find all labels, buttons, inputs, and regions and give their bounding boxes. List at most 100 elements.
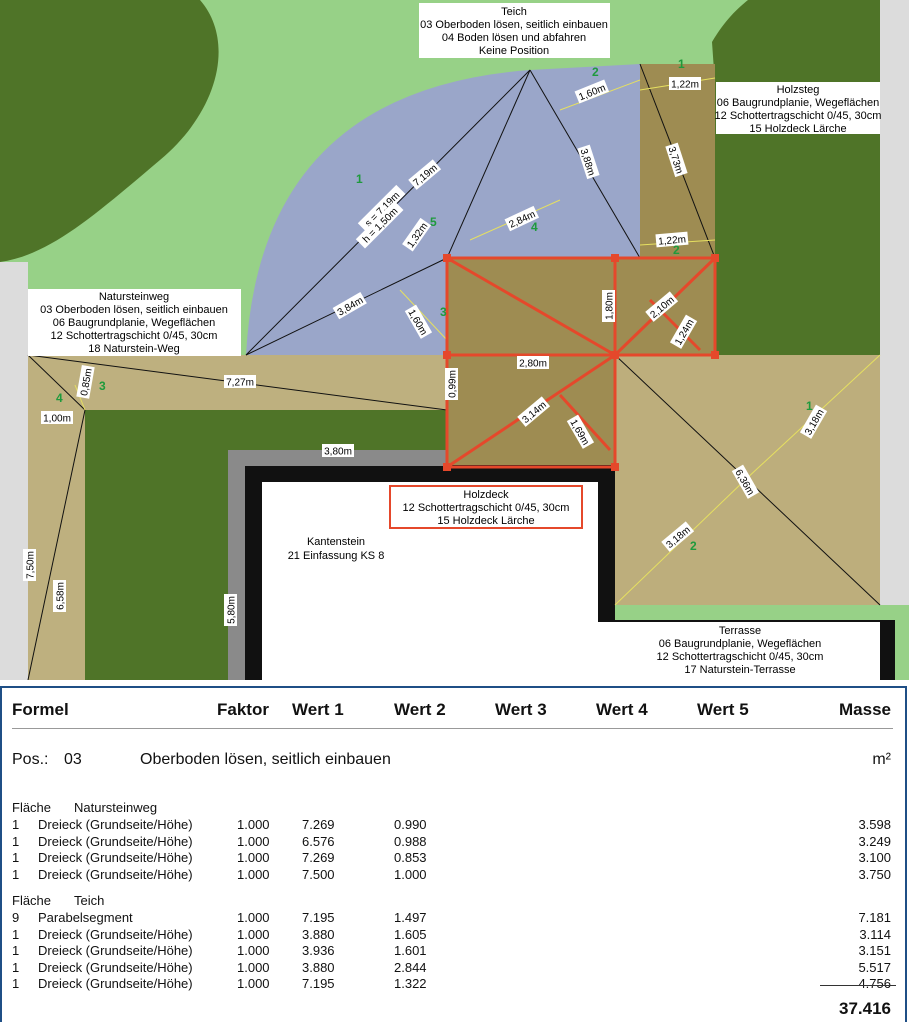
label-line: 03 Oberboden lösen, seitlich einbauen [40, 304, 228, 316]
segment-number: 2 [690, 539, 697, 553]
svg-text:6,58m: 6,58m [56, 582, 67, 610]
segment-number: 2 [592, 65, 599, 79]
label-line: Terrasse [719, 625, 761, 637]
dimension-label: 1,22m [655, 231, 689, 248]
row-wert1: 7.269 [302, 817, 335, 832]
row-faktor: 1.000 [237, 943, 270, 958]
segment-number: 1 [806, 399, 813, 413]
row-count: 1 [12, 866, 20, 882]
label-line: 06 Baugrundplanie, Wegeflächen [659, 638, 821, 650]
label-line: 06 Baugrundplanie, Wegeflächen [717, 97, 879, 109]
svg-text:3,80m: 3,80m [324, 447, 352, 458]
label-line: 17 Naturstein-Terrasse [684, 664, 795, 676]
row-formula: Dreieck (Grundseite/Höhe) [38, 850, 193, 865]
header-faktor: Faktor [217, 700, 269, 719]
label-line: 18 Naturstein-Weg [88, 343, 180, 355]
header-wert4: Wert 4 [596, 700, 648, 719]
row-faktor: 1.000 [237, 959, 270, 975]
header-wert2: Wert 2 [394, 700, 446, 719]
label-line: 15 Holzdeck Lärche [437, 515, 534, 527]
row-count: 1 [12, 943, 20, 958]
row-count: 9 [12, 910, 20, 925]
label-terrasse[interactable]: Terrasse 06 Baugrundplanie, Wegeflächen … [598, 622, 880, 678]
svg-text:0,85m: 0,85m [79, 368, 95, 397]
row-masse: 3.598 [858, 817, 891, 832]
group-label: Fläche [12, 893, 52, 908]
header-wert5: Wert 5 [697, 700, 749, 719]
svg-text:1,00m: 1,00m [43, 414, 71, 425]
svg-text:0,99m: 0,99m [448, 370, 459, 398]
label-line: 12 Schottertragschicht 0/45, 30cm [657, 651, 824, 663]
row-wert1: 6.576 [302, 833, 335, 849]
inner-white-area [262, 482, 880, 680]
group-label: Fläche [12, 800, 52, 815]
label-line: 04 Boden lösen und abfahren [442, 32, 586, 44]
row-wert2: 0.990 [394, 817, 427, 832]
label-natursteinweg[interactable]: Natursteinweg 03 Oberboden lösen, seitli… [28, 289, 241, 356]
row-masse: 4.756 [858, 976, 891, 991]
dimension-label: 3,80m [322, 444, 354, 458]
row-wert1: 3.936 [302, 943, 335, 958]
row-formula: Dreieck (Grundseite/Höhe) [38, 833, 193, 849]
dimension-label: 0,85m [76, 365, 95, 399]
gravel-strip-right [880, 0, 909, 605]
label-holzdeck[interactable]: Holzdeck 12 Schottertragschicht 0/45, 30… [389, 485, 583, 529]
row-masse: 3.100 [858, 850, 891, 865]
dimension-label: 6,58m [53, 580, 67, 612]
svg-text:7,27m: 7,27m [226, 378, 254, 389]
row-faktor: 1.000 [237, 866, 270, 882]
group-name: Natursteinweg [74, 800, 158, 815]
row-count: 1 [12, 976, 20, 991]
row-wert2: 1.000 [394, 866, 427, 882]
header-masse: Masse [839, 700, 891, 719]
dimension-label: 7,50m [23, 549, 37, 581]
label-line: 12 Schottertragschicht 0/45, 30cm [51, 330, 218, 342]
label-holzsteg[interactable]: Holzsteg 06 Baugrundplanie, Wegeflächen … [715, 82, 882, 135]
dimension-label: 1,22m [669, 77, 701, 91]
row-faktor: 1.000 [237, 926, 270, 942]
row-wert2: 1.322 [394, 976, 427, 991]
label-kantenstein[interactable]: Kantenstein 21 Einfassung KS 8 [288, 536, 385, 562]
header-wert1: Wert 1 [292, 700, 344, 719]
svg-text:7,50m: 7,50m [26, 551, 37, 579]
row-faktor: 1.000 [237, 910, 270, 925]
row-wert1: 7.195 [302, 976, 335, 991]
label-line: Holzdeck [463, 489, 509, 501]
label-line: 12 Schottertragschicht 0/45, 30cm [715, 110, 882, 122]
sum-line [820, 985, 896, 986]
header-formel: Formel [12, 700, 69, 719]
row-wert1: 3.880 [302, 926, 335, 942]
total-value: 37.416 [839, 999, 891, 1018]
label-teich[interactable]: Teich 03 Oberboden lösen, seitlich einba… [419, 3, 610, 58]
row-formula: Dreieck (Grundseite/Höhe) [38, 943, 193, 958]
segment-number: 4 [56, 391, 63, 405]
svg-text:5,80m: 5,80m [227, 596, 238, 624]
segment-number: 3 [440, 305, 447, 319]
row-formula: Dreieck (Grundseite/Höhe) [38, 959, 193, 975]
position-label: Pos.: [12, 751, 49, 768]
row-wert1: 3.880 [302, 959, 335, 975]
position-description: Oberboden lösen, seitlich einbauen [140, 751, 391, 768]
label-line: 12 Schottertragschicht 0/45, 30cm [403, 502, 570, 514]
label-line: Kantenstein [307, 536, 365, 548]
label-line: 21 Einfassung KS 8 [288, 550, 385, 562]
group-title: Fläche Natursteinweg [12, 800, 905, 816]
natursteinweg-area [28, 355, 447, 680]
row-formula: Dreieck (Grundseite/Höhe) [38, 866, 193, 882]
label-line: Teich [501, 6, 527, 18]
row-formula: Dreieck (Grundseite/Höhe) [38, 926, 193, 942]
row-wert1: 7.195 [302, 910, 335, 925]
row-masse: 5.517 [858, 959, 891, 975]
label-line: 06 Baugrundplanie, Wegeflächen [53, 317, 215, 329]
row-wert2: 1.605 [394, 926, 427, 942]
svg-text:1,22m: 1,22m [658, 234, 687, 247]
row-wert1: 7.500 [302, 866, 335, 882]
